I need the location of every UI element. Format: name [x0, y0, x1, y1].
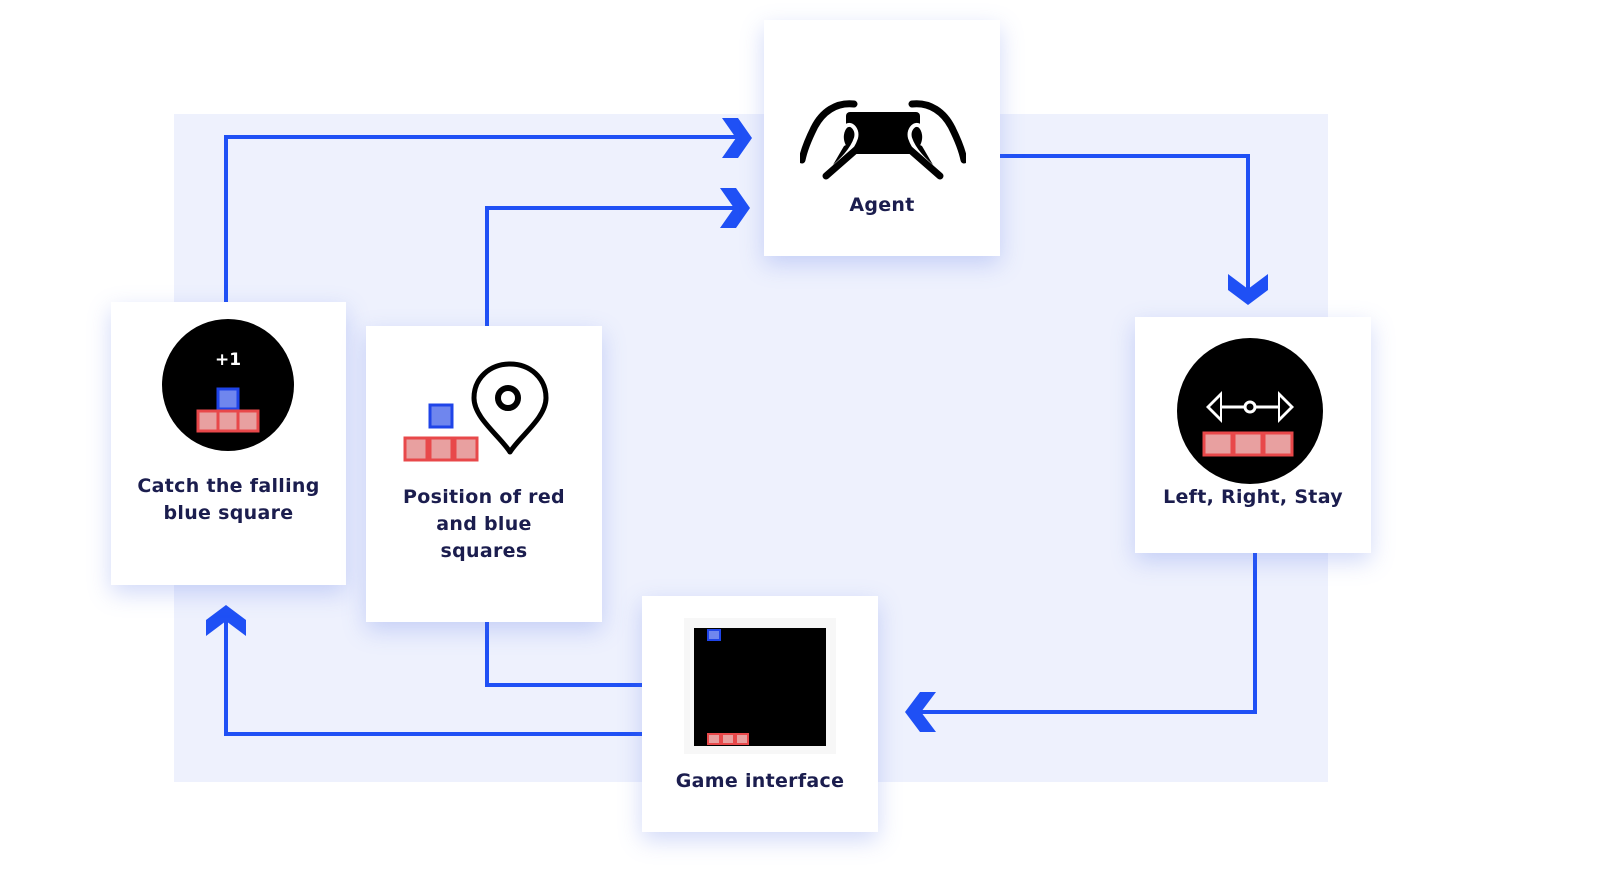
reward-label-line1: Catch the falling [137, 475, 320, 497]
state-label-line1: Position of red [403, 486, 565, 508]
state-node: Position of red and blue squares [366, 326, 602, 622]
action-node: Left, Right, Stay [1135, 317, 1371, 553]
state-label-line2: and blue [436, 513, 532, 535]
state-label-line3: squares [440, 540, 528, 562]
agent-label: Agent [849, 194, 915, 216]
chevron-right-icon [722, 118, 752, 158]
game-screen-icon [684, 618, 836, 754]
action-label: Left, Right, Stay [1163, 486, 1343, 508]
reward-node: +1 Catch the falling blue square [111, 302, 346, 585]
reward-icon: +1 [162, 319, 294, 451]
environment-node: Game interface [642, 596, 878, 832]
reward-label-line2: blue square [163, 502, 294, 524]
chevron-right-icon [720, 188, 750, 228]
arrow-environment-to-reward [224, 620, 642, 736]
left-right-arrow-icon [1177, 338, 1323, 484]
game-controller-hands-icon [800, 100, 966, 180]
arrow-action-to-environment [915, 553, 1257, 714]
environment-label: Game interface [675, 770, 845, 792]
reward-badge: +1 [215, 350, 241, 370]
location-pin-icon [471, 361, 549, 455]
chevron-down-icon [1228, 274, 1268, 305]
arrow-reward-to-agent [224, 135, 740, 302]
state-squares-icon [403, 403, 479, 462]
arrow-environment-to-state [485, 622, 642, 687]
chevron-up-icon [206, 605, 246, 636]
agent-node: Agent [764, 20, 1000, 256]
arrow-state-to-agent [485, 206, 740, 326]
arrow-agent-to-action [1000, 154, 1250, 292]
chevron-left-icon [905, 692, 936, 732]
